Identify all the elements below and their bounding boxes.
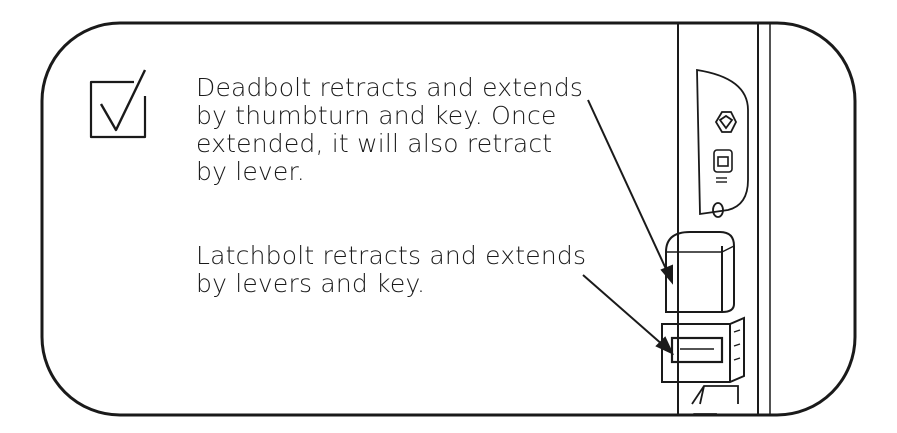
latchbolt-illustration [661, 316, 745, 383]
keyhole-icon [714, 111, 738, 133]
deadbolt-illustration [665, 231, 735, 313]
screw-hole [712, 202, 724, 218]
panel-frame [40, 21, 857, 417]
callout-lines [582, 99, 675, 356]
door-edge-illustration [661, 23, 771, 415]
faceplate [696, 68, 749, 216]
checkbox-check-icon [89, 69, 147, 139]
mode-switch-icon [713, 149, 733, 173]
deadbolt-callout-arrow [660, 264, 673, 285]
latchbolt-callout-arrow [655, 336, 675, 356]
latchbolt-note: Latchbolt retracts and extends by levers… [196, 241, 587, 298]
deadbolt-note: Deadbolt retracts and extends by thumbtu… [196, 73, 584, 186]
deadbolt-callout-line [587, 99, 673, 283]
strike-illustration [685, 385, 739, 415]
latchbolt-callout-line [582, 274, 673, 354]
